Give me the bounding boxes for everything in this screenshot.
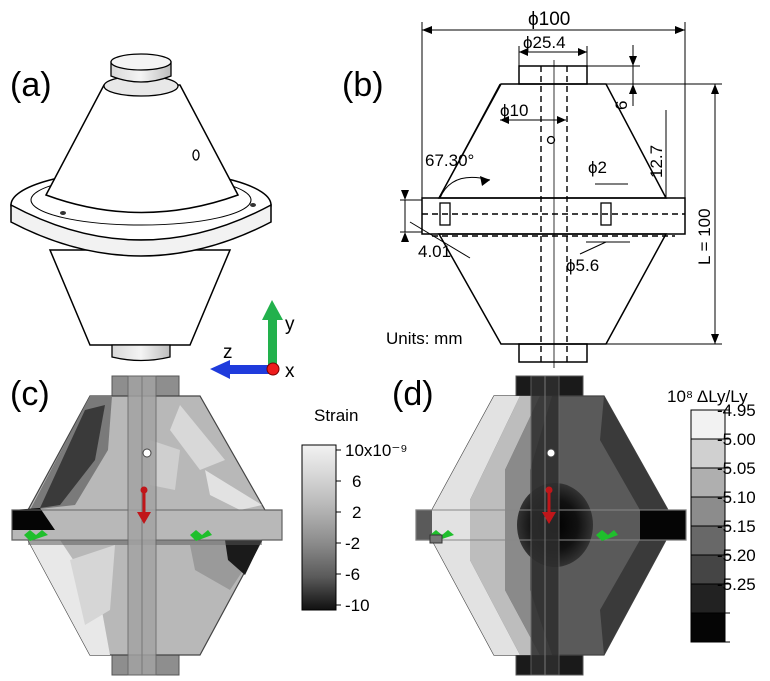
d-colorbar (690, 409, 726, 643)
flange-rim (10, 203, 272, 257)
dim-cone-height: 12.7 (647, 145, 666, 178)
panel-c: (c) (10, 375, 408, 676)
c-colorbar (301, 444, 337, 611)
axis-triad: y z x (210, 300, 295, 382)
x-axis-dot (266, 362, 280, 376)
d-colorbar-title: 10⁸ ΔLy/Ly (667, 387, 748, 406)
lower-cone-drawing (437, 233, 668, 345)
lower-cone (48, 249, 232, 346)
cap-top-drawing (518, 65, 588, 85)
y-axis-arrow (268, 318, 277, 366)
c-colorbar-title: Strain (314, 406, 358, 425)
c-tick-0: 10x10⁻⁹ (345, 441, 408, 460)
z-axis-arrow (228, 365, 272, 374)
dim-top-diameter: ϕ25.4 (523, 33, 566, 52)
dim-outer-diameter: ϕ100 (528, 9, 570, 30)
y-axis-label: y (285, 314, 295, 335)
panel-b: (b) (342, 9, 722, 368)
dim-cap-height: 6 (612, 101, 631, 110)
panel-a: (a) (10, 53, 272, 362)
dim-small-hole: ϕ2 (588, 158, 607, 177)
d-tick-6: -5.25 (717, 575, 756, 594)
d-tick-2: -5.05 (717, 459, 756, 478)
panel-d: (d) (392, 375, 756, 676)
panel-d-label: (d) (392, 375, 434, 413)
d-tick-0: -4.95 (717, 401, 756, 420)
upper-cone-drawing (437, 83, 668, 199)
panel-c-label: (c) (10, 375, 50, 413)
c-tick-4: -6 (345, 565, 360, 584)
c-tick-1: 6 (352, 472, 361, 491)
upper-cone (44, 84, 240, 214)
panel-b-label: (b) (342, 66, 384, 104)
dim-pin-diameter: ϕ5.6 (566, 256, 599, 275)
dim-cone-angle: 67.30° (425, 151, 474, 170)
units-label: Units: mm (386, 329, 463, 348)
x-axis-label: x (285, 361, 295, 382)
dim-length: L = 100 (695, 208, 714, 265)
dim-hole-diameter: ϕ10 (500, 101, 528, 120)
flange-drawing (421, 197, 686, 235)
dim-flange-thickness: 4.01 (418, 242, 451, 261)
panel-a-label: (a) (10, 66, 52, 104)
z-axis-label: z (223, 342, 233, 363)
d-tick-3: -5.10 (717, 488, 756, 507)
c-tick-3: -2 (345, 534, 360, 553)
bottom-cap (111, 344, 171, 362)
c-tick-2: 2 (352, 503, 361, 522)
d-tick-1: -5.00 (717, 430, 756, 449)
d-tick-4: -5.15 (717, 517, 756, 536)
cap-bottom-drawing (518, 343, 588, 363)
d-tick-5: -5.20 (717, 546, 756, 565)
c-tick-5: -10 (345, 596, 370, 615)
